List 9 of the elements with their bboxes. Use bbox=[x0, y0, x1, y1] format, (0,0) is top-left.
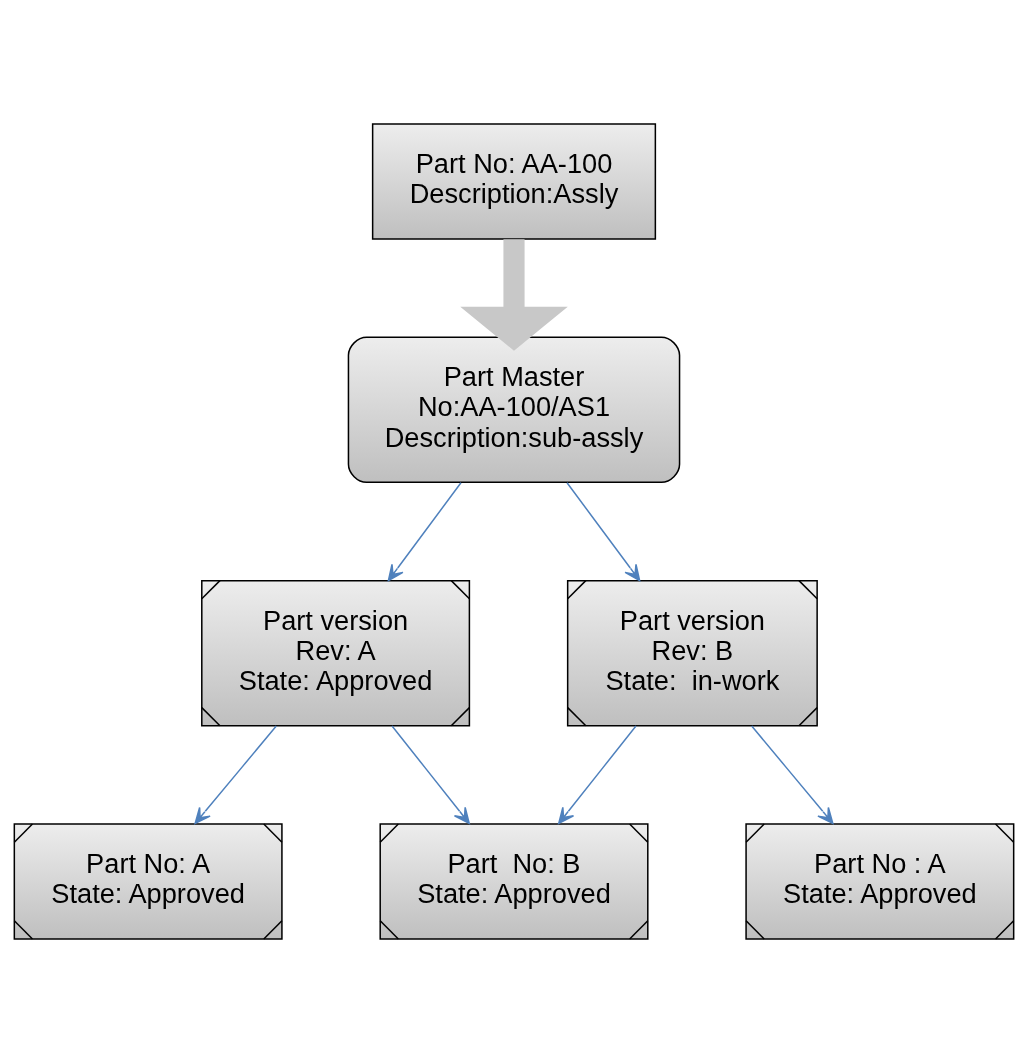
arrow bbox=[566, 482, 641, 582]
arrow bbox=[558, 725, 637, 825]
node-box: Part Master No:AA-100/AS1 Description:sub-assly bbox=[347, 336, 681, 484]
arrow bbox=[750, 725, 834, 825]
arrow bbox=[387, 482, 462, 582]
arrow bbox=[460, 239, 568, 351]
arrow bbox=[194, 725, 278, 825]
node-box: Part No: AA-100 Description:Assly bbox=[371, 123, 657, 240]
arrow bbox=[391, 725, 470, 825]
